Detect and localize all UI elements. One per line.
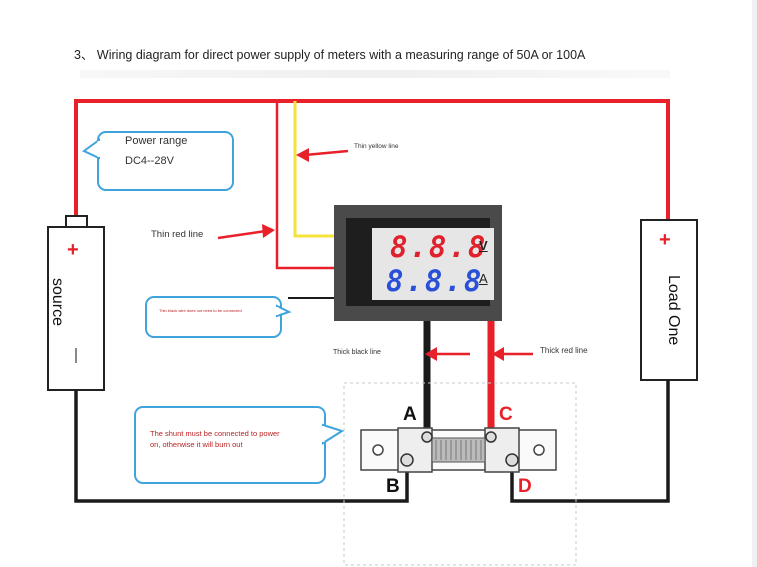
source-label: source <box>49 278 66 327</box>
shunt-callout: The shunt must be connected to power on,… <box>134 406 326 484</box>
terminal-b-label: B <box>386 476 400 497</box>
shunt-area <box>343 382 577 566</box>
current-display: 8.8.8 <box>386 264 484 298</box>
terminal-c-screw <box>485 431 497 443</box>
page-edge <box>752 0 757 567</box>
power-range-callout: Power range DC4--28V <box>97 131 234 191</box>
meter-panel <box>334 205 502 321</box>
heading-underline <box>80 70 670 78</box>
negative-return-wire <box>74 390 409 503</box>
load-return-wire <box>510 380 670 503</box>
voltage-unit: V <box>479 238 488 253</box>
shunt <box>360 427 557 473</box>
power-range-label: Power range <box>125 135 188 147</box>
current-unit: A <box>479 271 488 286</box>
load-label: Load One <box>665 275 682 346</box>
terminal-d-screw <box>505 453 519 467</box>
terminal-b-screw <box>400 453 414 467</box>
shunt-note: The shunt must be connected to power on,… <box>150 429 280 449</box>
red-supply-wire <box>74 99 670 221</box>
voltage-display: 8.8.8 <box>390 230 488 264</box>
thin-red-wire <box>275 101 334 270</box>
thin-yellow-wire <box>293 101 334 238</box>
source-minus: — <box>68 348 85 363</box>
thin-black-callout: Thin black wire does not need to be conn… <box>145 296 282 338</box>
source-battery <box>47 215 105 391</box>
load-plus: + <box>659 229 671 251</box>
thick-black-label: Thick black line <box>333 349 381 356</box>
terminal-c-label: C <box>499 404 513 425</box>
diagram-heading: 3、 Wiring diagram for direct power suppl… <box>74 48 586 62</box>
terminal-a-screw <box>421 431 433 443</box>
load-box <box>640 219 698 381</box>
thick-red-label: Thick red line <box>540 346 588 355</box>
thin-black-note: Thin black wire does not need to be conn… <box>159 308 242 313</box>
terminal-d-label: D <box>518 476 532 497</box>
thin-red-label: Thin red line <box>151 229 204 240</box>
label-arrows <box>217 148 533 361</box>
source-plus: + <box>67 239 79 261</box>
power-range-value: DC4--28V <box>125 155 174 167</box>
thin-yellow-label: Thin yellow line <box>354 143 399 150</box>
terminal-a-label: A <box>403 404 417 425</box>
